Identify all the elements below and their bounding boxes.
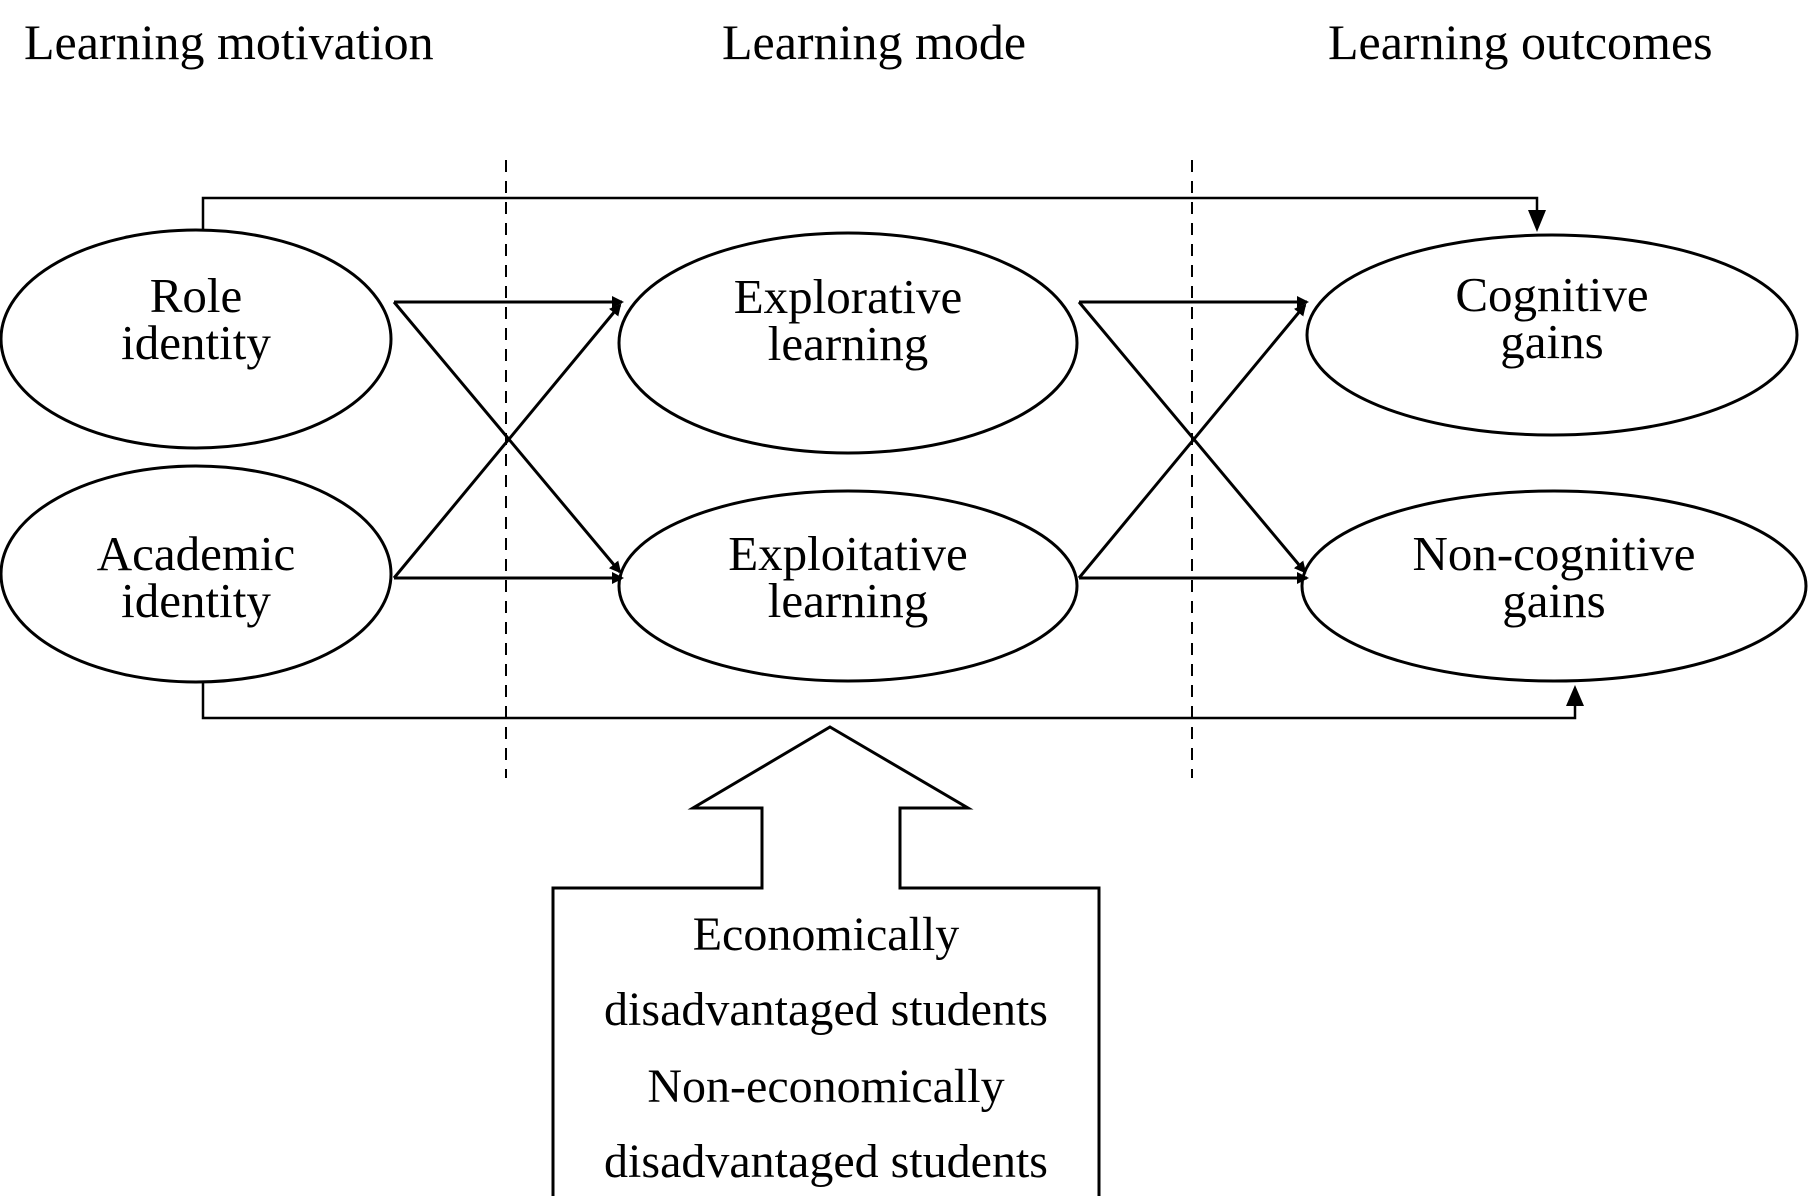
node-academic-identity-line2: identity (121, 573, 271, 628)
node-cognitive-gains-line2: gains (1500, 314, 1604, 369)
node-exploitative-learning-line1: Exploitative (728, 526, 968, 581)
header-learning-outcomes: Learning outcomes (1328, 14, 1713, 70)
moderator-line-3: Non-economically (647, 1060, 1005, 1113)
node-exploitative-learning-ellipse (617, 489, 1079, 683)
moderator-block-arrow (687, 725, 974, 890)
node-role-identity-line1: Role (149, 268, 243, 323)
node-non-cognitive-gains: Non-cognitive gains (1354, 526, 1754, 628)
header-learning-mode: Learning mode (722, 14, 1027, 70)
arrow-academic-to-non-cognitive-direct (201, 682, 1577, 720)
node-exploitative-learning: Exploitative learning (648, 526, 1048, 628)
header-learning-motivation: Learning motivation (24, 14, 434, 70)
node-non-cognitive-gains-line1: Non-cognitive (1412, 526, 1696, 581)
moderator-line-4: disadvantaged students (604, 1135, 1048, 1188)
node-role-identity: Role identity (46, 268, 346, 370)
arrowhead-role-to-cognitive (1528, 210, 1546, 232)
node-non-cognitive-gains-ellipse (1300, 489, 1808, 683)
node-explorative-learning-ellipse (617, 231, 1079, 455)
arrow-role-to-cognitive-direct (201, 196, 1539, 230)
node-cognitive-gains-ellipse (1305, 233, 1799, 437)
arrow-exploitative-to-cognitive (1077, 303, 1307, 579)
node-explorative-learning: Explorative learning (648, 269, 1048, 371)
node-non-cognitive-gains-line2: gains (1502, 573, 1606, 628)
node-exploitative-learning-line2: learning (767, 573, 929, 628)
node-academic-identity: Academic identity (46, 526, 346, 628)
node-academic-identity-ellipse (0, 464, 393, 684)
arrow-academic-to-explorative (392, 303, 622, 579)
node-cognitive-gains-line1: Cognitive (1455, 267, 1649, 322)
arrow-explorative-to-non-cognitive (1077, 301, 1307, 574)
node-academic-identity-line1: Academic (96, 526, 296, 581)
arrowhead-academic-to-non-cognitive (1566, 685, 1584, 706)
moderator-line-1: Economically (692, 908, 960, 961)
node-role-identity-ellipse (0, 228, 393, 450)
node-role-identity-line2: identity (121, 315, 271, 370)
node-explorative-learning-line2: learning (767, 316, 929, 371)
node-explorative-learning-line1: Explorative (733, 269, 963, 324)
moderator-line-2: disadvantaged students (604, 983, 1048, 1036)
node-cognitive-gains: Cognitive gains (1352, 267, 1752, 369)
arrow-role-to-exploitative (392, 301, 622, 574)
